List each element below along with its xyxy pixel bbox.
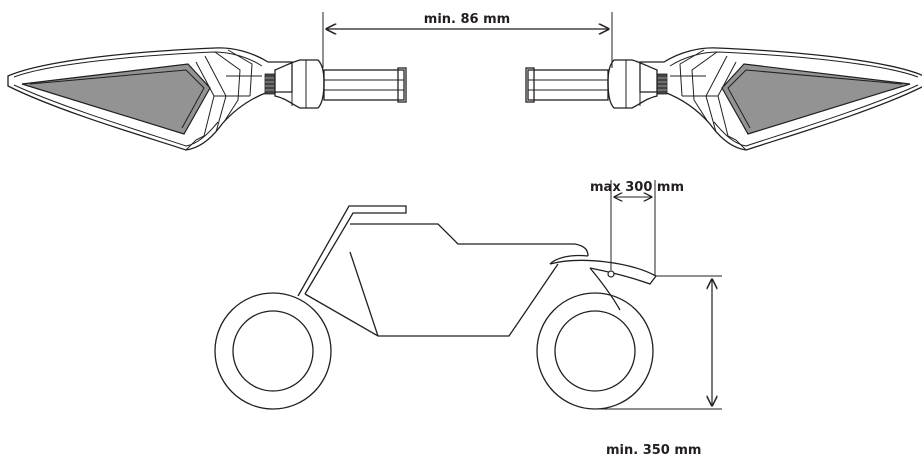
right-indicator [525, 47, 922, 151]
left-indicator [7, 47, 407, 151]
offset-dimension: max 300 mm [590, 180, 684, 276]
mount-point [607, 270, 615, 278]
height-label: min. 350 mm [606, 443, 701, 457]
motorcycle-outline [214, 205, 657, 410]
spacing-dimension: min. 86 mm [322, 12, 613, 68]
offset-label: max 300 mm [590, 180, 684, 195]
height-dimension: min. 350 mm [595, 275, 722, 457]
spacing-label: min. 86 mm [424, 12, 510, 27]
front-wheel [214, 292, 332, 410]
